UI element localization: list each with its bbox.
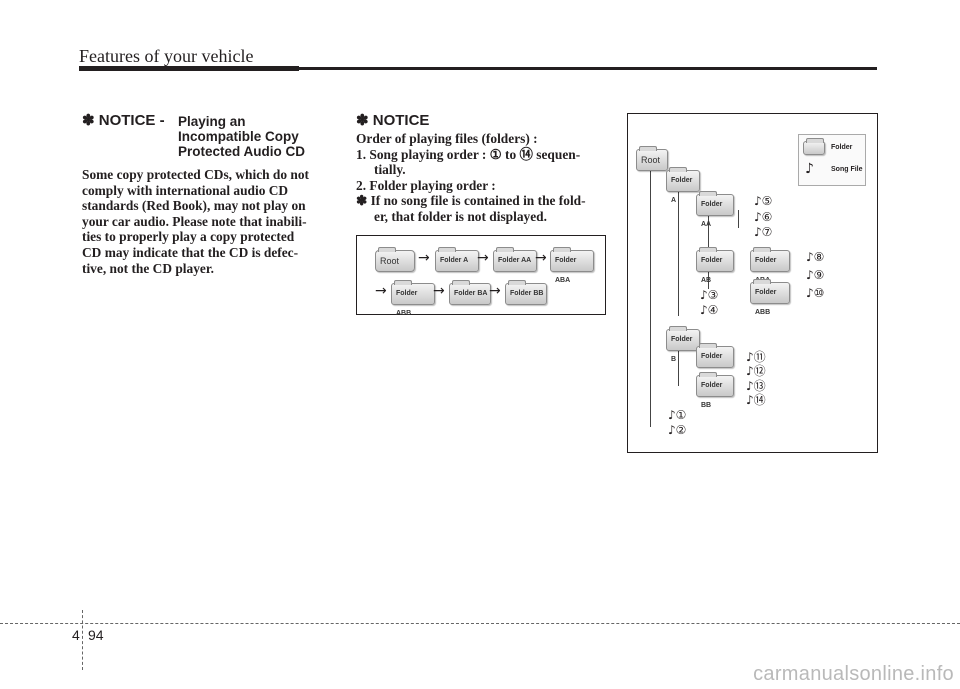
header-rule: [79, 67, 877, 70]
notice-body: Some copy protected CDs, which do not co…: [82, 167, 332, 276]
arrow-icon: →: [418, 250, 430, 266]
song-file-13: ♪⑬: [746, 379, 766, 393]
notice-order-line: ✽ If no song file is contained in the fo…: [356, 193, 586, 209]
song-file-11: ♪⑪: [746, 350, 766, 364]
folder-aba: Folder ABA: [550, 247, 594, 284]
arrow-icon: →: [535, 250, 547, 266]
notice-body-line: ties to properly play a copy protected: [82, 229, 295, 245]
notice-heading-line1: Playing an: [178, 114, 246, 129]
song-file-12: ♪⑫: [746, 364, 766, 378]
tree-folder-ab: Folder AB: [696, 247, 734, 284]
tree-folder-b: Folder B: [666, 326, 700, 363]
song-file-icon: ♪: [805, 161, 814, 177]
notice-body-line: CD may indicate that the CD is defec-: [82, 244, 299, 260]
header-rule-accent: [79, 66, 299, 71]
arrow-icon: →: [477, 250, 489, 266]
legend-song-label: Song File: [831, 166, 863, 173]
tree-folder-ba: Folder BA: [696, 343, 734, 380]
tree-connector: [738, 210, 739, 228]
song-file-4: ♪④: [700, 303, 719, 317]
notice-heading-line2: Incompatible Copy: [178, 129, 299, 144]
folder-bb: Folder BB: [505, 280, 547, 305]
song-file-9: ♪⑨: [806, 268, 825, 282]
tree-legend: Folder ♪ Song File: [798, 134, 866, 186]
song-file-6: ♪⑥: [754, 210, 773, 224]
legend-folder-label: Folder: [831, 144, 853, 151]
notice-body-line: tive, not the CD player.: [82, 260, 214, 276]
tree-folder-aba: Folder ABA: [750, 247, 790, 284]
tree-folder-a: Folder A: [666, 167, 700, 204]
notice-body-line: Some copy protected CDs, which do not: [82, 167, 310, 182]
notice-order-text: Order of playing files (folders) : 1. So…: [356, 131, 606, 225]
tree-connector: [678, 346, 679, 386]
page-number: 94: [88, 627, 104, 643]
tree-connector: [708, 214, 709, 254]
song-file-7: ♪⑦: [754, 225, 773, 239]
notice-body-line: your car audio. Please note that inabili…: [82, 213, 307, 229]
arrow-icon: →: [433, 283, 445, 299]
arrow-icon: →: [375, 283, 387, 299]
legend-folder-icon: [803, 138, 825, 155]
folder-abb: Folder ABB: [391, 280, 435, 317]
song-file-1: ♪①: [668, 408, 687, 422]
song-file-5: ♪⑤: [754, 194, 773, 208]
page-header-title: Features of your vehicle: [79, 46, 254, 66]
notice-copy-protected: ✽ NOTICE - Playing an Incompatible Copy …: [82, 113, 332, 276]
folder-ba: Folder BA: [449, 280, 491, 305]
notice-body-line: standards (Red Book), may not play on: [82, 198, 306, 214]
notice-heading-prefix: ✽ NOTICE -: [82, 112, 165, 129]
notice-heading-line3: Protected Audio CD: [178, 144, 306, 159]
tree-folder-abb: Folder ABB: [750, 279, 790, 316]
folder-root: Root: [375, 247, 415, 272]
footer-divider: [82, 610, 83, 670]
folder-aa: Folder AA: [493, 247, 537, 272]
tree-folder-bb: Folder BB: [696, 372, 734, 409]
song-file-2: ♪②: [668, 423, 687, 437]
chapter-number: 4: [72, 627, 80, 643]
tree-connector: [650, 167, 651, 427]
arrow-icon: →: [489, 283, 501, 299]
footer-rule: [0, 623, 960, 624]
tree-folder-root: Root: [636, 146, 668, 171]
song-file-10: ♪⑩: [806, 286, 825, 300]
tree-connector: [708, 269, 709, 289]
tree-connector: [678, 190, 679, 316]
song-file-3: ♪③: [700, 288, 719, 302]
notice-order-line: er, that folder is not displayed.: [374, 208, 547, 224]
tree-folder-aa: Folder AA: [696, 191, 734, 228]
notice-playing-order: ✽ NOTICE Order of playing files (folders…: [356, 113, 606, 225]
watermark: carmanualsonline.info: [753, 663, 954, 685]
notice-body-line: comply with international audio CD: [82, 182, 289, 198]
folder-tree-diagram: Folder ♪ Song File Root Folder A Folder …: [627, 113, 878, 453]
notice-order-line: tially.: [374, 162, 406, 178]
notice-order-line: 1. Song playing order : ① to ⑭ sequen-: [356, 146, 581, 162]
song-file-14: ♪⑭: [746, 393, 766, 407]
folder-a: Folder A: [435, 247, 479, 272]
song-file-8: ♪⑧: [806, 250, 825, 264]
notice-heading: ✽ NOTICE: [356, 112, 430, 129]
folder-order-diagram: Root → Folder A → Folder AA → Folder ABA…: [356, 235, 606, 317]
notice-order-line: 2. Folder playing order :: [356, 177, 496, 193]
notice-order-line: Order of playing files (folders) :: [356, 131, 538, 146]
